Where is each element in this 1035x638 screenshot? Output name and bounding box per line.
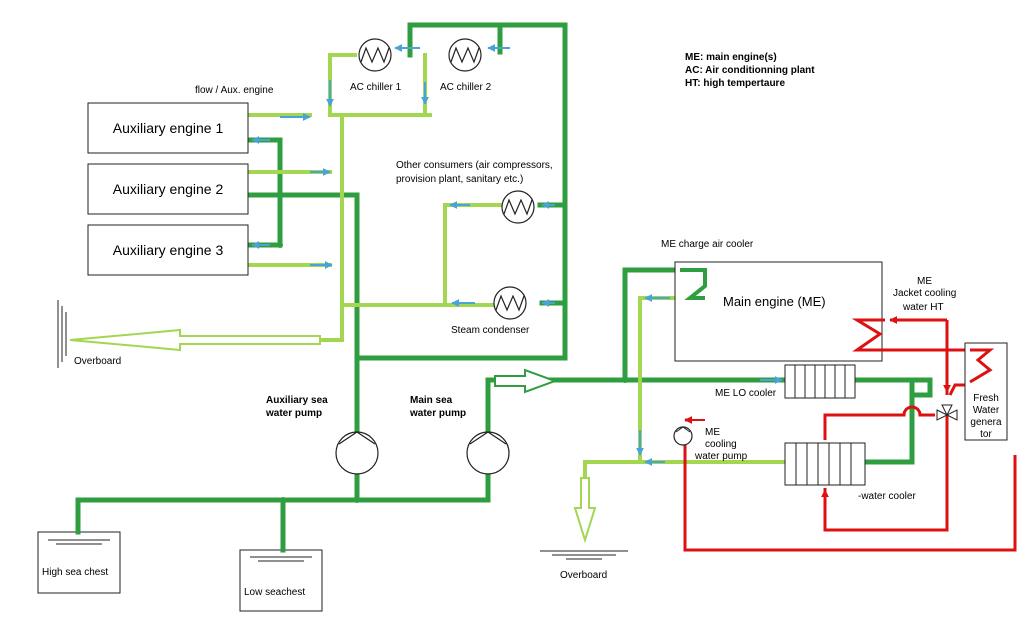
other-consumers-exchanger: Other consumers (air compressors, provis… — [396, 160, 553, 224]
me-cooling-water-pump: ME cooling water pump — [673, 426, 748, 462]
main-sea-water-pump: Main sea water pump — [409, 395, 510, 475]
steam-condenser: Steam condenser — [451, 286, 530, 336]
flow-arrows — [251, 44, 783, 466]
low-sea-chest-label: Low seachest — [244, 587, 305, 598]
fwg-label-4: tor — [980, 429, 992, 440]
auxiliary-engine-1-label: Auxiliary engine 1 — [113, 120, 224, 136]
legend: ME: main engine(s) AC: Air conditionning… — [685, 52, 815, 89]
main-pump-label-2: water pump — [409, 408, 466, 419]
legend-item-ht: HT: high tempertaure — [685, 78, 785, 89]
auxiliary-engine-3-label: Auxiliary engine 3 — [113, 242, 224, 258]
main-engine-label: Main engine (ME) — [723, 294, 826, 309]
auxiliary-engine-1: Auxiliary engine 1 — [87, 102, 249, 154]
auxiliary-sea-water-pump: Auxiliary sea water pump — [265, 395, 379, 475]
me-lo-cooler-label: ME LO cooler — [715, 388, 777, 399]
ac-chiller-2: AC chiller 2 — [440, 38, 492, 93]
me-lo-cooler: ME LO cooler — [715, 364, 856, 399]
me-cw-pump-label-2: cooling — [705, 439, 737, 450]
high-sea-chest: High sea chest — [37, 531, 121, 594]
legend-item-me: ME: main engine(s) — [685, 52, 777, 63]
ac-chiller-2-label: AC chiller 2 — [440, 82, 492, 93]
me-jacket-label-3: water HT — [902, 302, 944, 313]
high-sea-chest-label: High sea chest — [42, 567, 108, 578]
me-cw-pump-label-3: water pump — [694, 451, 748, 462]
auxiliary-engine-2-label: Auxiliary engine 2 — [113, 181, 224, 197]
main-pump-flow-arrow — [494, 368, 558, 394]
main-pump-label-1: Main sea — [410, 395, 453, 406]
water-cooler: -water cooler — [784, 442, 916, 502]
junctions — [277, 192, 628, 503]
legend-item-ac: AC: Air conditionning plant — [685, 65, 815, 76]
water-cooler-label: -water cooler — [858, 491, 916, 502]
fwg-label-3: genera — [970, 417, 1002, 428]
overboard-right-label: Overboard — [560, 570, 607, 581]
me-cw-pump-label-1: ME — [705, 427, 720, 438]
low-sea-chest: Low seachest — [239, 549, 323, 612]
overboard-left-arrow: Overboard — [57, 300, 321, 368]
flow-aux-label: flow / Aux. engine — [195, 85, 274, 96]
aux-pump-label-1: Auxiliary sea — [266, 395, 328, 406]
me-charge-air-cooler-label: ME charge air cooler — [661, 239, 754, 250]
overboard-right-arrow: Overboard — [540, 477, 628, 581]
fwg-label-1: Fresh — [973, 393, 999, 404]
ac-chiller-1-label: AC chiller 1 — [350, 82, 402, 93]
steam-condenser-label: Steam condenser — [451, 325, 530, 336]
auxiliary-engine-2: Auxiliary engine 2 — [87, 163, 249, 215]
fwg-label-2: Water — [973, 405, 1000, 416]
main-engine: Main engine (ME) ME charge air cooler — [661, 239, 883, 362]
ac-chiller-1: AC chiller 1 — [350, 38, 402, 93]
auxiliary-engine-3: Auxiliary engine 3 — [87, 224, 249, 276]
overboard-left-label: Overboard — [74, 356, 121, 367]
fresh-water-generator: Fresh Water genera tor — [964, 342, 1008, 441]
me-jacket-label-1: ME — [917, 276, 932, 287]
me-jacket-label-2: Jacket cooling — [893, 288, 956, 299]
other-consumers-label-2: provision plant, sanitary etc.) — [396, 174, 523, 185]
other-consumers-label-1: Other consumers (air compressors, — [396, 160, 553, 171]
aux-pump-label-2: water pump — [265, 408, 322, 419]
